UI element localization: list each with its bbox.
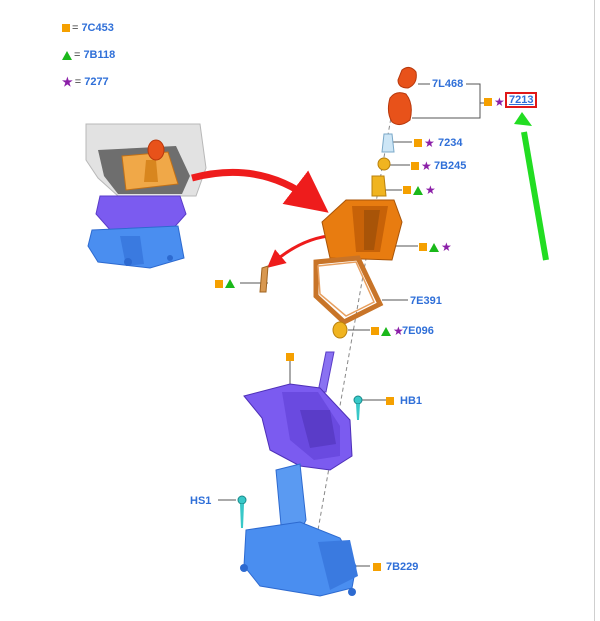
square-icon (371, 327, 379, 335)
callout-7b245[interactable]: 7B245 (434, 160, 467, 172)
triangle-icon (429, 242, 439, 252)
square-icon (386, 396, 394, 405)
callout-hs1[interactable]: HS1 (190, 495, 212, 507)
small-clip (259, 265, 269, 293)
legend-row-star: ★=7277 (62, 75, 109, 90)
markers-hb1 (386, 396, 396, 406)
callout-7b229[interactable]: 7B229 (386, 561, 419, 573)
shift-knob-parts (387, 66, 417, 126)
red-arrow-small (267, 234, 329, 268)
callout-7l468[interactable]: 7L468 (432, 78, 464, 90)
markers-7b229 (373, 562, 383, 572)
square-icon (411, 162, 419, 170)
shift-boot (321, 199, 403, 261)
triangle-icon (62, 50, 72, 60)
star-icon: ★ (393, 324, 404, 338)
legend-row-square: =7C453 (62, 22, 114, 34)
callout-hb1[interactable]: HB1 (400, 395, 423, 407)
triangle-icon (225, 279, 235, 289)
markers-shifter-housing (286, 352, 296, 362)
square-icon (373, 562, 381, 571)
green-arrow (521, 131, 549, 261)
red-arrow-large (191, 168, 329, 213)
triangle-icon (413, 185, 423, 195)
highlighted-part-number[interactable]: 7213 (505, 92, 538, 108)
callout-7e391[interactable]: 7E391 (410, 295, 442, 307)
markers-7e096: ★ (371, 324, 406, 338)
markers-unlabeled-fitting: ★ (403, 183, 438, 197)
leader-lines (218, 83, 487, 567)
star-icon: ★ (425, 183, 436, 197)
callout-7213-highlighted[interactable]: 7213 (505, 92, 538, 108)
star-icon: ★ (424, 136, 435, 150)
star-icon: ★ (62, 75, 73, 90)
base-bracket (240, 463, 358, 597)
square-icon (414, 139, 422, 147)
shaft-fittings (371, 133, 395, 197)
square-icon (403, 186, 411, 194)
console-inset-illustration (85, 123, 207, 269)
bolt-hs1 (237, 495, 247, 528)
right-border-line (594, 0, 595, 621)
bolt-hb1 (353, 395, 363, 420)
square-icon (215, 279, 223, 288)
markers-7b245: ★ (411, 159, 434, 173)
shaft-bushing (332, 321, 348, 339)
shifter-housing (243, 351, 353, 471)
legend-row-triangle: =7B118 (62, 49, 115, 61)
square-icon (484, 98, 492, 106)
square-icon (286, 352, 294, 361)
markers-7234: ★ (414, 136, 437, 150)
square-icon (62, 24, 70, 33)
legend-part-number: 7B118 (83, 49, 116, 61)
triangle-icon (381, 326, 391, 336)
markers-small-clip (215, 279, 237, 289)
star-icon: ★ (421, 159, 432, 173)
callout-7234[interactable]: 7234 (438, 137, 463, 149)
callout-7e096[interactable]: 7E096 (402, 325, 434, 337)
legend-part-number: 7277 (84, 76, 109, 88)
star-icon: ★ (441, 240, 452, 254)
square-icon (419, 243, 427, 251)
boot-frame (313, 255, 384, 326)
markers-shift-boot: ★ (419, 240, 454, 254)
star-icon: ★ (494, 95, 505, 109)
legend-part-number: 7C453 (81, 22, 114, 34)
markers-7213: ★ (484, 95, 507, 109)
